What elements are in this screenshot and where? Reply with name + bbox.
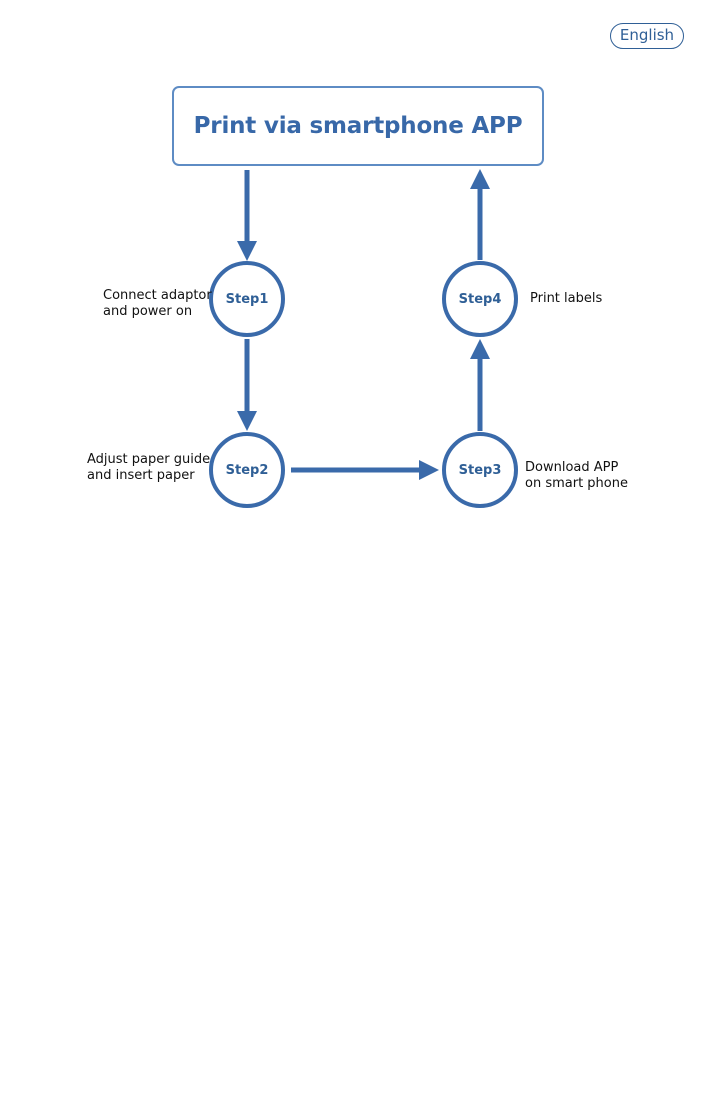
step1-description: Connect adaptor and power on	[103, 288, 212, 320]
step2-description: Adjust paper guide and insert paper	[87, 452, 210, 484]
step3-description-line1: Download APP	[525, 460, 628, 476]
step4-description: Print labels	[530, 291, 602, 307]
step3-description: Download APP on smart phone	[525, 460, 628, 492]
step2-description-line2: and insert paper	[87, 468, 210, 484]
step4-description-line1: Print labels	[530, 291, 602, 307]
step1-label: Step1	[208, 260, 286, 338]
step2-label: Step2	[208, 431, 286, 509]
step3-label: Step3	[441, 431, 519, 509]
step4-label: Step4	[441, 260, 519, 338]
step3-description-line2: on smart phone	[525, 476, 628, 492]
step1-description-line1: Connect adaptor	[103, 288, 212, 304]
step2-description-line1: Adjust paper guide	[87, 452, 210, 468]
step1-description-line2: and power on	[103, 304, 212, 320]
